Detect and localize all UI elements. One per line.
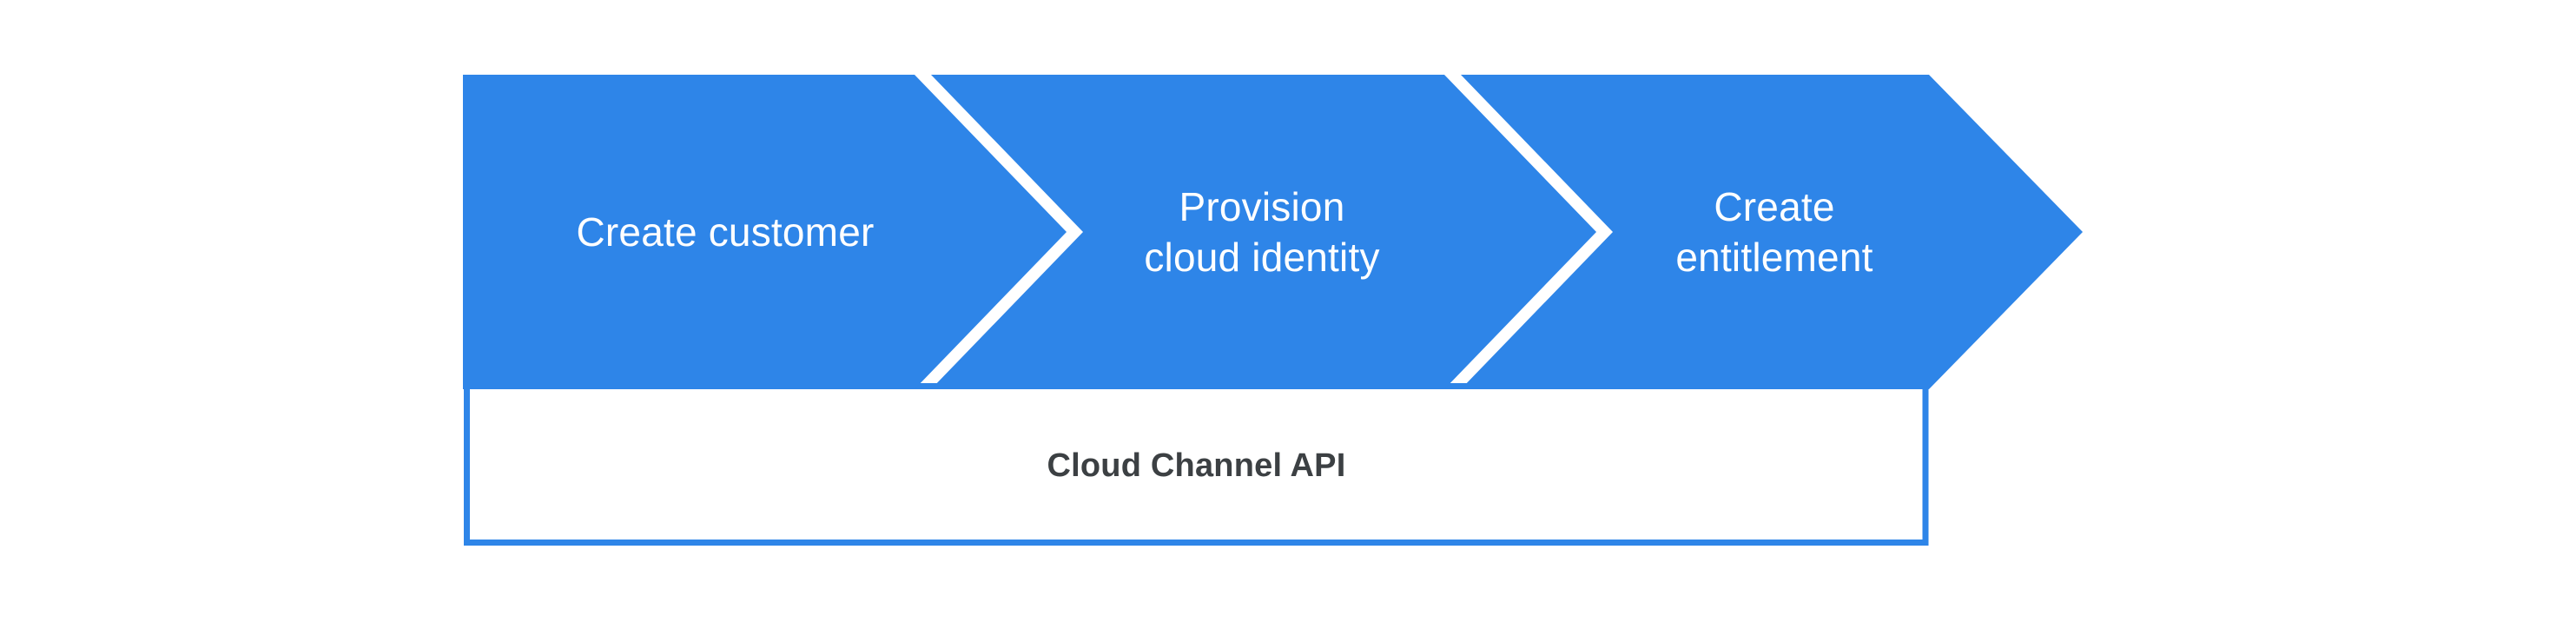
step-label-create-customer: Create customer <box>576 209 875 255</box>
step-label-provision-cloud-identity: Provision cloud identity <box>1144 184 1380 280</box>
api-box <box>464 383 1929 546</box>
step-label-create-entitlement: Create entitlement <box>1675 184 1873 280</box>
api-box-label: Cloud Channel API <box>1047 447 1346 484</box>
step-shape-create-customer <box>463 75 1067 389</box>
step-shape-provision-cloud-identity <box>931 75 1596 389</box>
step-shape-create-entitlement <box>1461 75 2083 389</box>
